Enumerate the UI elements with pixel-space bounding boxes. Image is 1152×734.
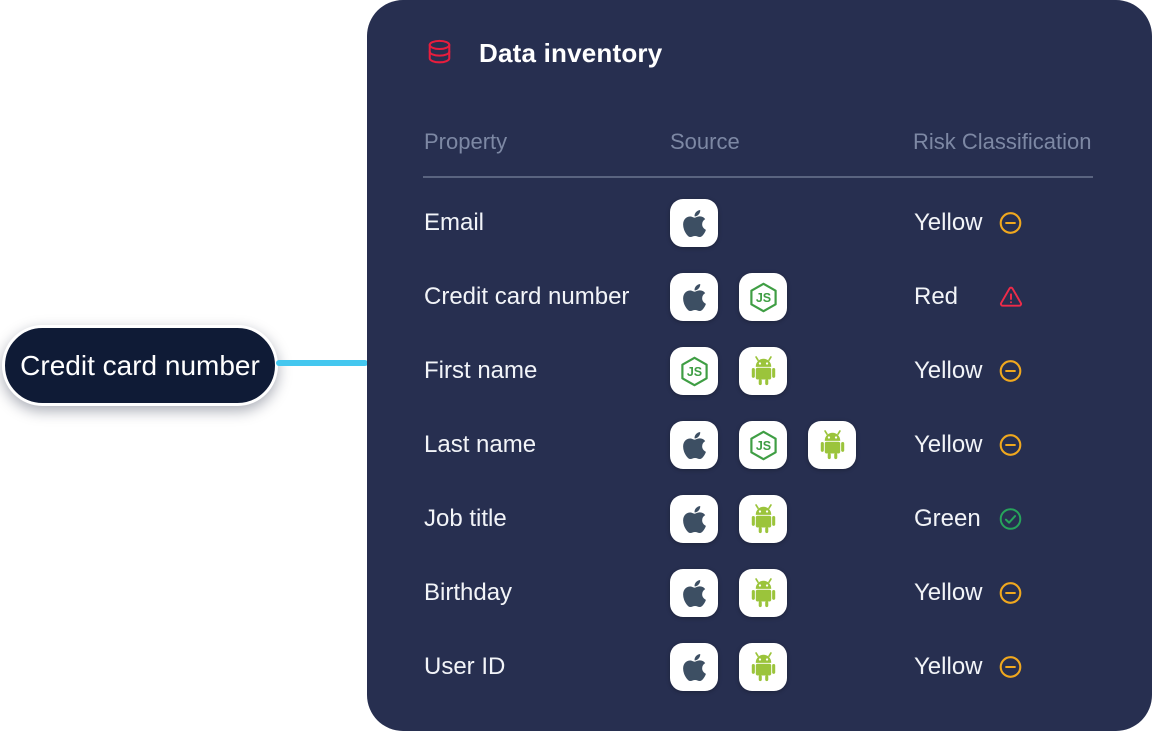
risk-icon [998,507,1023,532]
risk-icon [998,581,1023,606]
column-header-risk-classification: Risk Classification [913,129,1092,154]
panel-header: Data inventory [425,38,662,69]
apple-icon [682,579,706,607]
table-row-user-id[interactable]: User ID Yellow [367,630,1152,704]
apple-icon [682,283,706,311]
panel-title: Data inventory [479,38,663,68]
warning-triangle-icon [999,286,1023,307]
source-cell [670,199,718,247]
source-tile-apple [670,199,718,247]
svg-text:JS: JS [755,438,770,452]
risk-label: Yellow [914,357,983,384]
minus-circle-icon [999,434,1022,456]
svg-text:JS: JS [755,290,770,304]
table-row-job-title[interactable]: Job title Green [367,482,1152,556]
risk-icon [998,211,1023,236]
android-icon [751,355,775,385]
source-tile-android [808,421,856,469]
apple-icon [682,505,706,533]
risk-label: Yellow [914,653,983,680]
source-tile-android [739,569,787,617]
minus-circle-icon [999,360,1022,382]
risk-icon [998,284,1024,310]
source-cell [670,495,787,543]
risk-label: Yellow [914,579,983,606]
risk-label: Yellow [914,209,983,236]
minus-circle-icon [999,212,1022,234]
nodejs-icon: JS [749,430,777,460]
source-cell [670,643,787,691]
risk-icon [998,655,1023,680]
android-icon [751,577,775,607]
table-body: Email Yellow Credit card number JS Red F… [367,186,1152,704]
risk-label: Green [914,505,981,532]
source-tile-apple [670,643,718,691]
check-circle-icon [999,508,1022,530]
table-row-last-name[interactable]: Last name JS Yellow [367,408,1152,482]
table-row-credit-card-number[interactable]: Credit card number JS Red [367,260,1152,334]
source-tile-android [739,347,787,395]
risk-icon [998,359,1023,384]
callout-label: Credit card number [20,349,260,381]
column-header-source: Source [670,129,740,154]
callout-credit-card-number[interactable]: Credit card number [2,325,278,406]
risk-label: Red [914,283,959,310]
source-cell [670,569,787,617]
apple-icon [682,431,706,459]
property-cell: Last name [424,431,537,458]
source-cell: JS [670,347,787,395]
android-icon [820,429,844,459]
property-cell: Email [424,209,485,236]
property-cell: Credit card number [424,283,630,310]
source-cell: JS [670,273,787,321]
connector-line [276,360,368,366]
data-inventory-panel: Data inventory Property Source Risk Clas… [367,0,1152,731]
source-tile-apple [670,495,718,543]
svg-text:JS: JS [686,364,701,378]
property-cell: User ID [424,653,506,680]
column-header-property: Property [424,129,508,154]
database-icon [425,38,454,69]
risk-icon [998,433,1023,458]
source-tile-nodejs: JS [739,273,787,321]
source-tile-nodejs: JS [739,421,787,469]
table-row-birthday[interactable]: Birthday Yellow [367,556,1152,630]
property-cell: First name [424,357,538,384]
source-tile-android [739,495,787,543]
source-tile-apple [670,569,718,617]
apple-icon [682,653,706,681]
nodejs-icon: JS [749,282,777,312]
risk-label: Yellow [914,431,983,458]
android-icon [751,503,775,533]
source-tile-android [739,643,787,691]
table-row-first-name[interactable]: First name JS Yellow [367,334,1152,408]
nodejs-icon: JS [680,356,708,386]
source-tile-apple [670,273,718,321]
property-cell: Job title [424,505,507,532]
minus-circle-icon [999,582,1022,604]
source-tile-nodejs: JS [670,347,718,395]
property-cell: Birthday [424,579,513,606]
apple-icon [682,209,706,237]
minus-circle-icon [999,656,1022,678]
table-row-email[interactable]: Email Yellow [367,186,1152,260]
android-icon [751,651,775,681]
source-cell: JS [670,421,856,469]
source-tile-apple [670,421,718,469]
table-header-divider [423,176,1093,178]
